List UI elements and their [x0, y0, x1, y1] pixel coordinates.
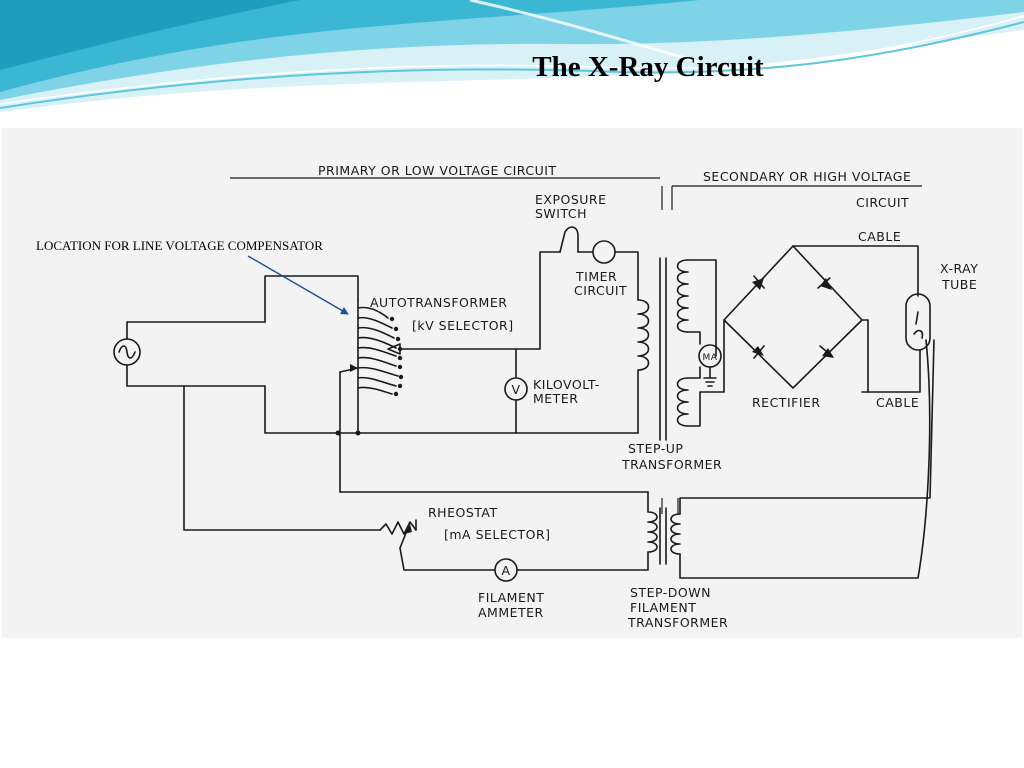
milliammeter-symbol: MA	[703, 353, 718, 363]
filament-ammeter-label-1: FILAMENT	[478, 590, 544, 605]
rheostat-label: RHEOSTAT	[428, 505, 498, 520]
step-up-transformer	[637, 257, 689, 441]
circuit-diagram: PRIMARY OR LOW VOLTAGE CIRCUIT SECONDARY…	[2, 128, 1022, 638]
rectifier-label: RECTIFIER	[752, 395, 821, 410]
primary-section-label: PRIMARY OR LOW VOLTAGE CIRCUIT	[318, 163, 557, 178]
step-up-label-1: STEP-UP	[628, 441, 683, 456]
timer-circuit-label-1: TIMER	[575, 269, 617, 284]
step-down-label-1: STEP-DOWN	[630, 585, 711, 600]
rheostat	[379, 519, 495, 571]
slide-title: The X-Ray Circuit	[532, 51, 764, 83]
autotransformer-label: AUTOTRANSFORMER	[370, 295, 507, 310]
ma-selector-label: [mA SELECTOR]	[444, 527, 551, 542]
filament-ammeter-label-2: AMMETER	[478, 605, 544, 620]
header-banner	[0, 0, 1024, 112]
step-up-label-2: TRANSFORMER	[621, 457, 722, 472]
xray-tube-label-1: X-RAY	[940, 261, 978, 276]
secondary-section-label-2: CIRCUIT	[856, 195, 909, 210]
kv-selector-label: [kV SELECTOR]	[412, 318, 514, 333]
cable-bottom-label: CABLE	[876, 395, 919, 410]
autotransformer	[335, 299, 517, 493]
bridge-rectifier	[723, 245, 863, 389]
xray-tube-label-2: TUBE	[941, 277, 977, 292]
timer-circuit-label-2: CIRCUIT	[574, 283, 627, 298]
exposure-switch-label-1: EXPOSURE	[535, 192, 607, 207]
kilovoltmeter-label-2: METER	[533, 391, 578, 406]
secondary-section-label-1: SECONDARY OR HIGH VOLTAGE	[703, 169, 911, 184]
annotation-arrow	[247, 255, 349, 315]
cable-top-label: CABLE	[858, 229, 901, 244]
kilovoltmeter-label-1: KILOVOLT-	[533, 377, 600, 392]
ammeter-symbol: A	[501, 563, 510, 578]
step-down-label-3: TRANSFORMER	[627, 615, 728, 630]
line-voltage-compensator-note: LOCATION FOR LINE VOLTAGE COMPENSATOR	[36, 238, 323, 253]
exposure-switch-label-2: SWITCH	[535, 206, 587, 221]
voltmeter-symbol: V	[511, 382, 520, 397]
x-ray-tube	[905, 293, 931, 351]
step-down-transformer	[647, 491, 681, 565]
step-down-label-2: FILAMENT	[630, 600, 696, 615]
